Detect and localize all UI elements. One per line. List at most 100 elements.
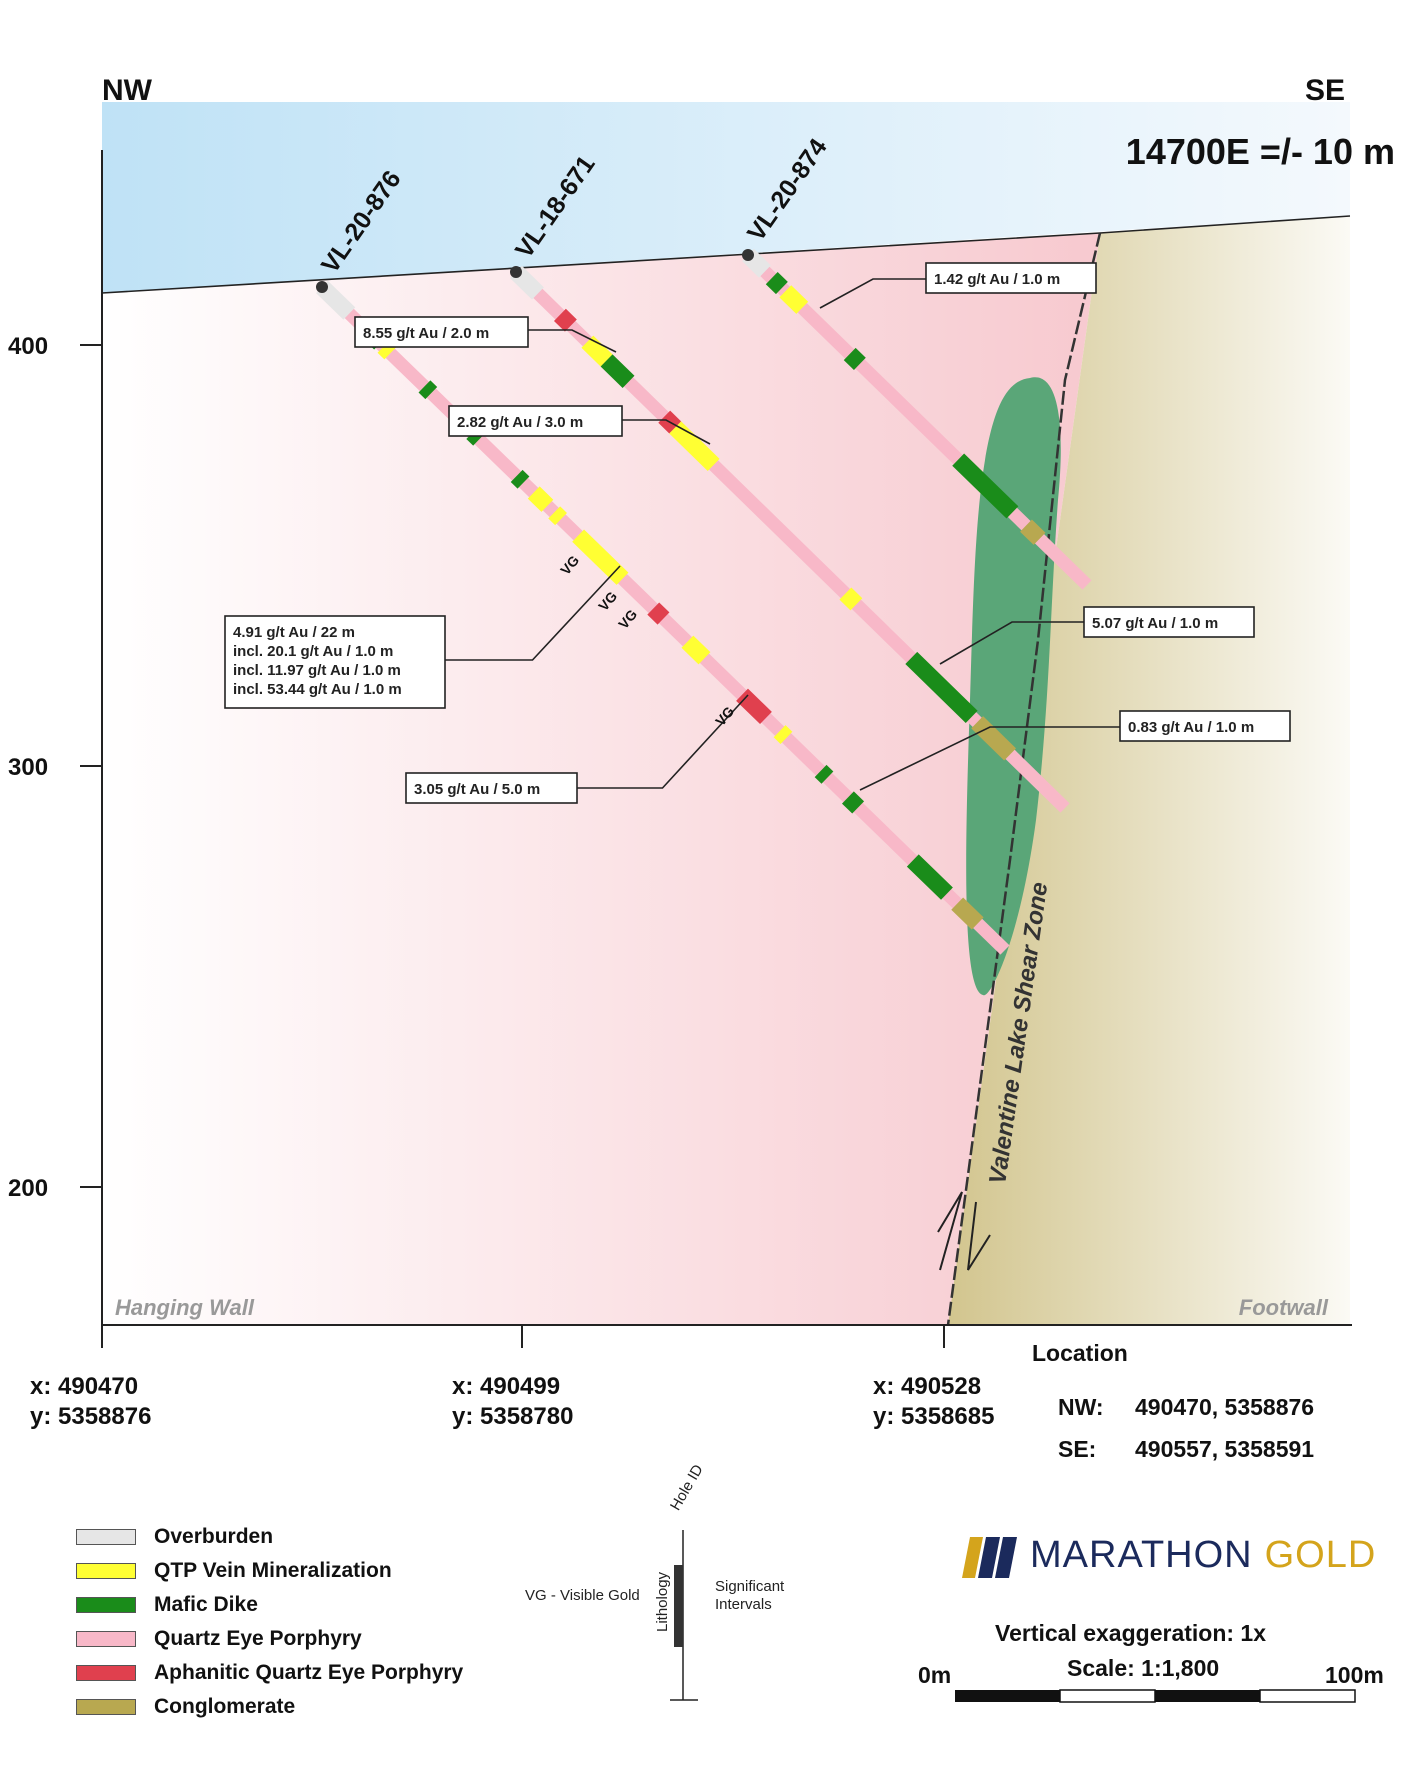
- x-coord-3: x: 490528 y: 5358685: [873, 1372, 994, 1432]
- logo-mark: [962, 1537, 1017, 1578]
- intercept-box: [224, 615, 446, 709]
- collar-marker: [510, 266, 522, 278]
- company-logo: MARATHON GOLD: [1030, 1530, 1376, 1580]
- lithology-interval: [548, 506, 567, 526]
- intercept-box: [925, 262, 1097, 294]
- hanging-wall-zone: [102, 233, 1100, 1325]
- elevation-tick-label: 400: [8, 333, 48, 360]
- air-zone: [102, 102, 1350, 293]
- lithology-interval: [669, 421, 720, 472]
- collar-marker: [316, 281, 328, 293]
- legend-item: Mafic Dike: [76, 1588, 463, 1622]
- lithology-interval: [681, 635, 711, 665]
- lithology-interval: [952, 453, 1019, 519]
- lithology-interval: [971, 716, 1017, 761]
- intercept-text: 1.42 g/t Au / 1.0 m: [934, 271, 1060, 288]
- nw-label: NW: [102, 74, 153, 107]
- shear-arrow-down: [967, 1201, 991, 1271]
- section-title: 14700E =/- 10 m: [1126, 131, 1395, 172]
- legend-swatch: [76, 1529, 136, 1545]
- legend-swatch: [76, 1665, 136, 1681]
- logo-text-left: MARATHON: [1030, 1533, 1253, 1576]
- intercept-text: 4.91 g/t Au / 22 m: [233, 624, 355, 641]
- callout-leader: [445, 565, 621, 661]
- lithology-interval: [600, 354, 635, 388]
- legend-item: Aphanitic Quartz Eye Porphyry: [76, 1656, 463, 1690]
- lithology-interval: [905, 651, 978, 723]
- legend-label: Aphanitic Quartz Eye Porphyry: [154, 1661, 464, 1684]
- callout-leader: [819, 278, 926, 309]
- scale-ratio: Scale: 1:1,800: [1067, 1655, 1220, 1681]
- lithology-interval: [553, 308, 577, 332]
- lithology-interval: [647, 602, 670, 625]
- lithology-interval: [773, 725, 793, 744]
- lithology-interval: [951, 897, 984, 930]
- legend-swatch: [76, 1699, 136, 1715]
- key-significant: Significant: [715, 1578, 785, 1595]
- scale-start-label: 0m: [918, 1662, 952, 1688]
- intercept-text: 2.82 g/t Au / 3.0 m: [457, 414, 583, 431]
- legend-label: Quartz Eye Porphyry: [154, 1627, 362, 1650]
- legend-label: QTP Vein Mineralization: [154, 1559, 392, 1582]
- x-value: x: 490470: [30, 1373, 139, 1400]
- callout-leader: [859, 726, 1120, 791]
- lithology-interval: [418, 380, 438, 400]
- intercept-box: [354, 316, 529, 348]
- legend-item: Overburden: [76, 1520, 463, 1554]
- scale-bar: [955, 1689, 1356, 1703]
- se-label: SE: [1305, 74, 1345, 107]
- intercept-text: 3.05 g/t Au / 5.0 m: [414, 781, 540, 798]
- lithology-interval: [527, 486, 554, 512]
- intercept-text: 8.55 g/t Au / 2.0 m: [363, 325, 489, 342]
- x-coord-2: x: 490499 y: 5358780: [452, 1372, 573, 1432]
- location-se-label: SE:: [1058, 1436, 1097, 1462]
- lithology-interval: [581, 335, 613, 367]
- logo-text-right: GOLD: [1264, 1533, 1377, 1576]
- y-value: y: 5358685: [873, 1403, 995, 1430]
- lithology-interval: [779, 285, 809, 314]
- legend-swatch: [76, 1631, 136, 1647]
- lithology-interval: [814, 764, 834, 784]
- elevation-tick-label: 200: [8, 1175, 48, 1202]
- lithology-interval: [736, 688, 772, 725]
- symbol-key: [670, 1530, 698, 1701]
- legend-item: Quartz Eye Porphyry: [76, 1622, 463, 1656]
- callout-leader: [622, 419, 711, 445]
- intercept-box: [1083, 606, 1255, 638]
- lithology-interval: [843, 347, 866, 370]
- intercept-box: [1119, 710, 1291, 742]
- legend-swatch: [76, 1563, 136, 1579]
- x-coord-1: x: 490470 y: 5358876: [30, 1372, 151, 1432]
- lithology-interval: [510, 469, 530, 489]
- lithology-interval: [839, 587, 863, 611]
- vertical-exaggeration: Vertical exaggeration: 1x: [995, 1620, 1267, 1646]
- location-nw-value: 490470, 5358876: [1135, 1394, 1315, 1420]
- location-se-value: 490557, 5358591: [1135, 1436, 1315, 1462]
- scale-end-label: 100m: [1325, 1662, 1384, 1688]
- lithology-interval: [765, 272, 788, 295]
- key-vg: VG - Visible Gold: [525, 1587, 640, 1604]
- intercept-text: 0.83 g/t Au / 1.0 m: [1128, 719, 1254, 736]
- elevation-tick-label: 300: [8, 754, 48, 781]
- location-title: Location: [1032, 1340, 1128, 1366]
- intercept-text: incl. 53.44 g/t Au / 1.0 m: [233, 681, 402, 698]
- callout-leader: [939, 621, 1084, 665]
- key-lithology: Lithology: [654, 1571, 671, 1632]
- callout-leader: [528, 329, 617, 353]
- intercept-text: incl. 20.1 g/t Au / 1.0 m: [233, 643, 393, 660]
- y-value: y: 5358780: [452, 1403, 574, 1430]
- legend-item: QTP Vein Mineralization: [76, 1554, 463, 1588]
- lithology-interval: [841, 791, 865, 814]
- x-value: x: 490528: [873, 1373, 982, 1400]
- lithology-interval: [1020, 519, 1046, 545]
- intercept-box: [405, 772, 578, 804]
- callout-leader: [577, 694, 749, 789]
- hanging-wall-label: Hanging Wall: [115, 1295, 255, 1320]
- collar-marker: [742, 249, 754, 261]
- shear-zone-line: [946, 232, 1102, 1326]
- lithology-interval: [316, 280, 356, 320]
- intercept-text: incl. 11.97 g/t Au / 1.0 m: [233, 662, 401, 679]
- intercept-box: [448, 405, 623, 437]
